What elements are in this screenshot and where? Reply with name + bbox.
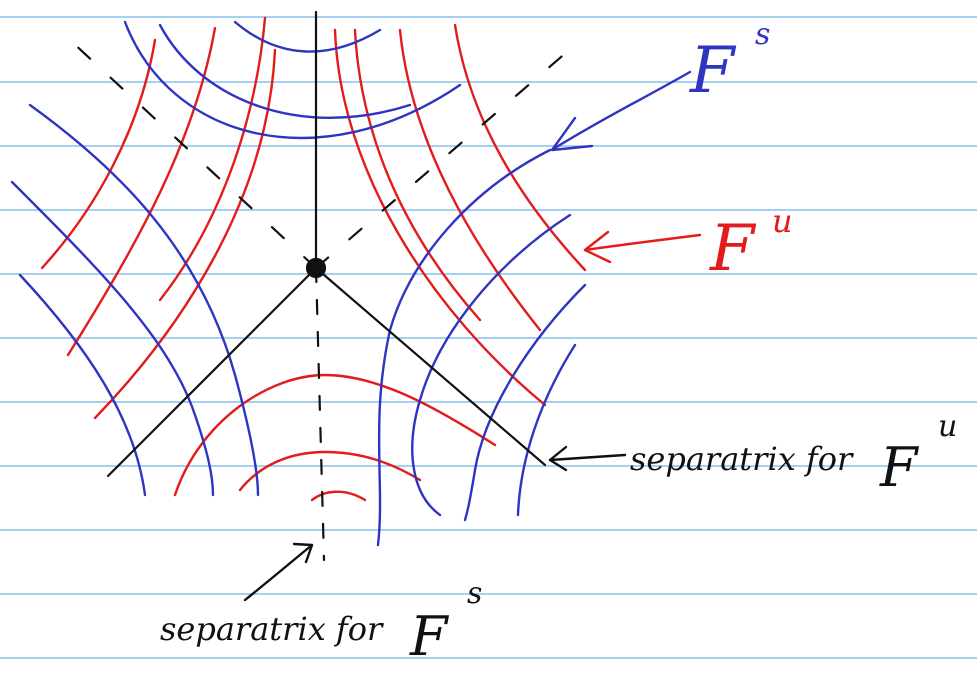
stable-leaf bbox=[411, 213, 572, 517]
unstable-leaf bbox=[353, 28, 482, 322]
separatrix-stable-text: separatrix for bbox=[160, 610, 384, 648]
stable-leaf bbox=[158, 23, 412, 119]
unstable-leaf bbox=[40, 38, 157, 270]
unstable-leaf bbox=[66, 26, 217, 357]
stable-leaf bbox=[10, 180, 215, 497]
stable-leaf bbox=[18, 273, 147, 497]
stable-leaf bbox=[233, 20, 382, 53]
stable-leaf bbox=[123, 20, 462, 140]
unstable-leaf bbox=[238, 450, 422, 492]
unstable-leaf bbox=[93, 48, 277, 420]
unstable-leaf bbox=[333, 28, 547, 407]
singular-point bbox=[305, 257, 327, 279]
stable-foliation bbox=[10, 20, 587, 547]
unstable-arrow bbox=[583, 230, 702, 264]
unstable-leaf bbox=[453, 23, 587, 272]
stable-foliation-label: F bbox=[689, 34, 737, 108]
stable-leaf bbox=[376, 148, 552, 547]
stable-foliation-superscript: s bbox=[755, 17, 770, 52]
stable-arrow bbox=[550, 70, 692, 152]
stable-leaf bbox=[28, 103, 260, 497]
unstable-leaf bbox=[158, 16, 267, 302]
separatrix-dashed bbox=[314, 43, 577, 270]
separatrix-dashed bbox=[314, 266, 326, 562]
unstable-foliation-superscript: u bbox=[772, 202, 793, 240]
annotation-arrows bbox=[243, 70, 702, 602]
separatrix-unstable-symbol: F bbox=[879, 436, 920, 499]
separatrices bbox=[68, 10, 577, 562]
separatrix-unstable-text: separatrix for bbox=[630, 440, 854, 478]
unstable-leaf bbox=[310, 490, 367, 502]
separatrix-stable-superscript: s bbox=[467, 576, 482, 611]
unstable-foliation-label: F bbox=[709, 212, 757, 286]
unstable-foliation bbox=[40, 16, 587, 502]
separatrix-dashed bbox=[68, 38, 318, 270]
unstable-leaf bbox=[398, 28, 542, 332]
separatrix-stable-arrow bbox=[243, 542, 314, 602]
separatrix-stable-symbol: F bbox=[409, 605, 450, 668]
ruled-lines bbox=[0, 16, 977, 659]
stable-leaf bbox=[516, 343, 577, 517]
separatrix-solid bbox=[106, 266, 318, 478]
separatrix-unstable-arrow bbox=[548, 445, 627, 472]
stable-leaf bbox=[463, 283, 587, 522]
separatrix-unstable-superscript: u bbox=[938, 409, 957, 444]
unstable-leaf bbox=[173, 373, 497, 497]
separatrix-solid bbox=[314, 266, 547, 467]
